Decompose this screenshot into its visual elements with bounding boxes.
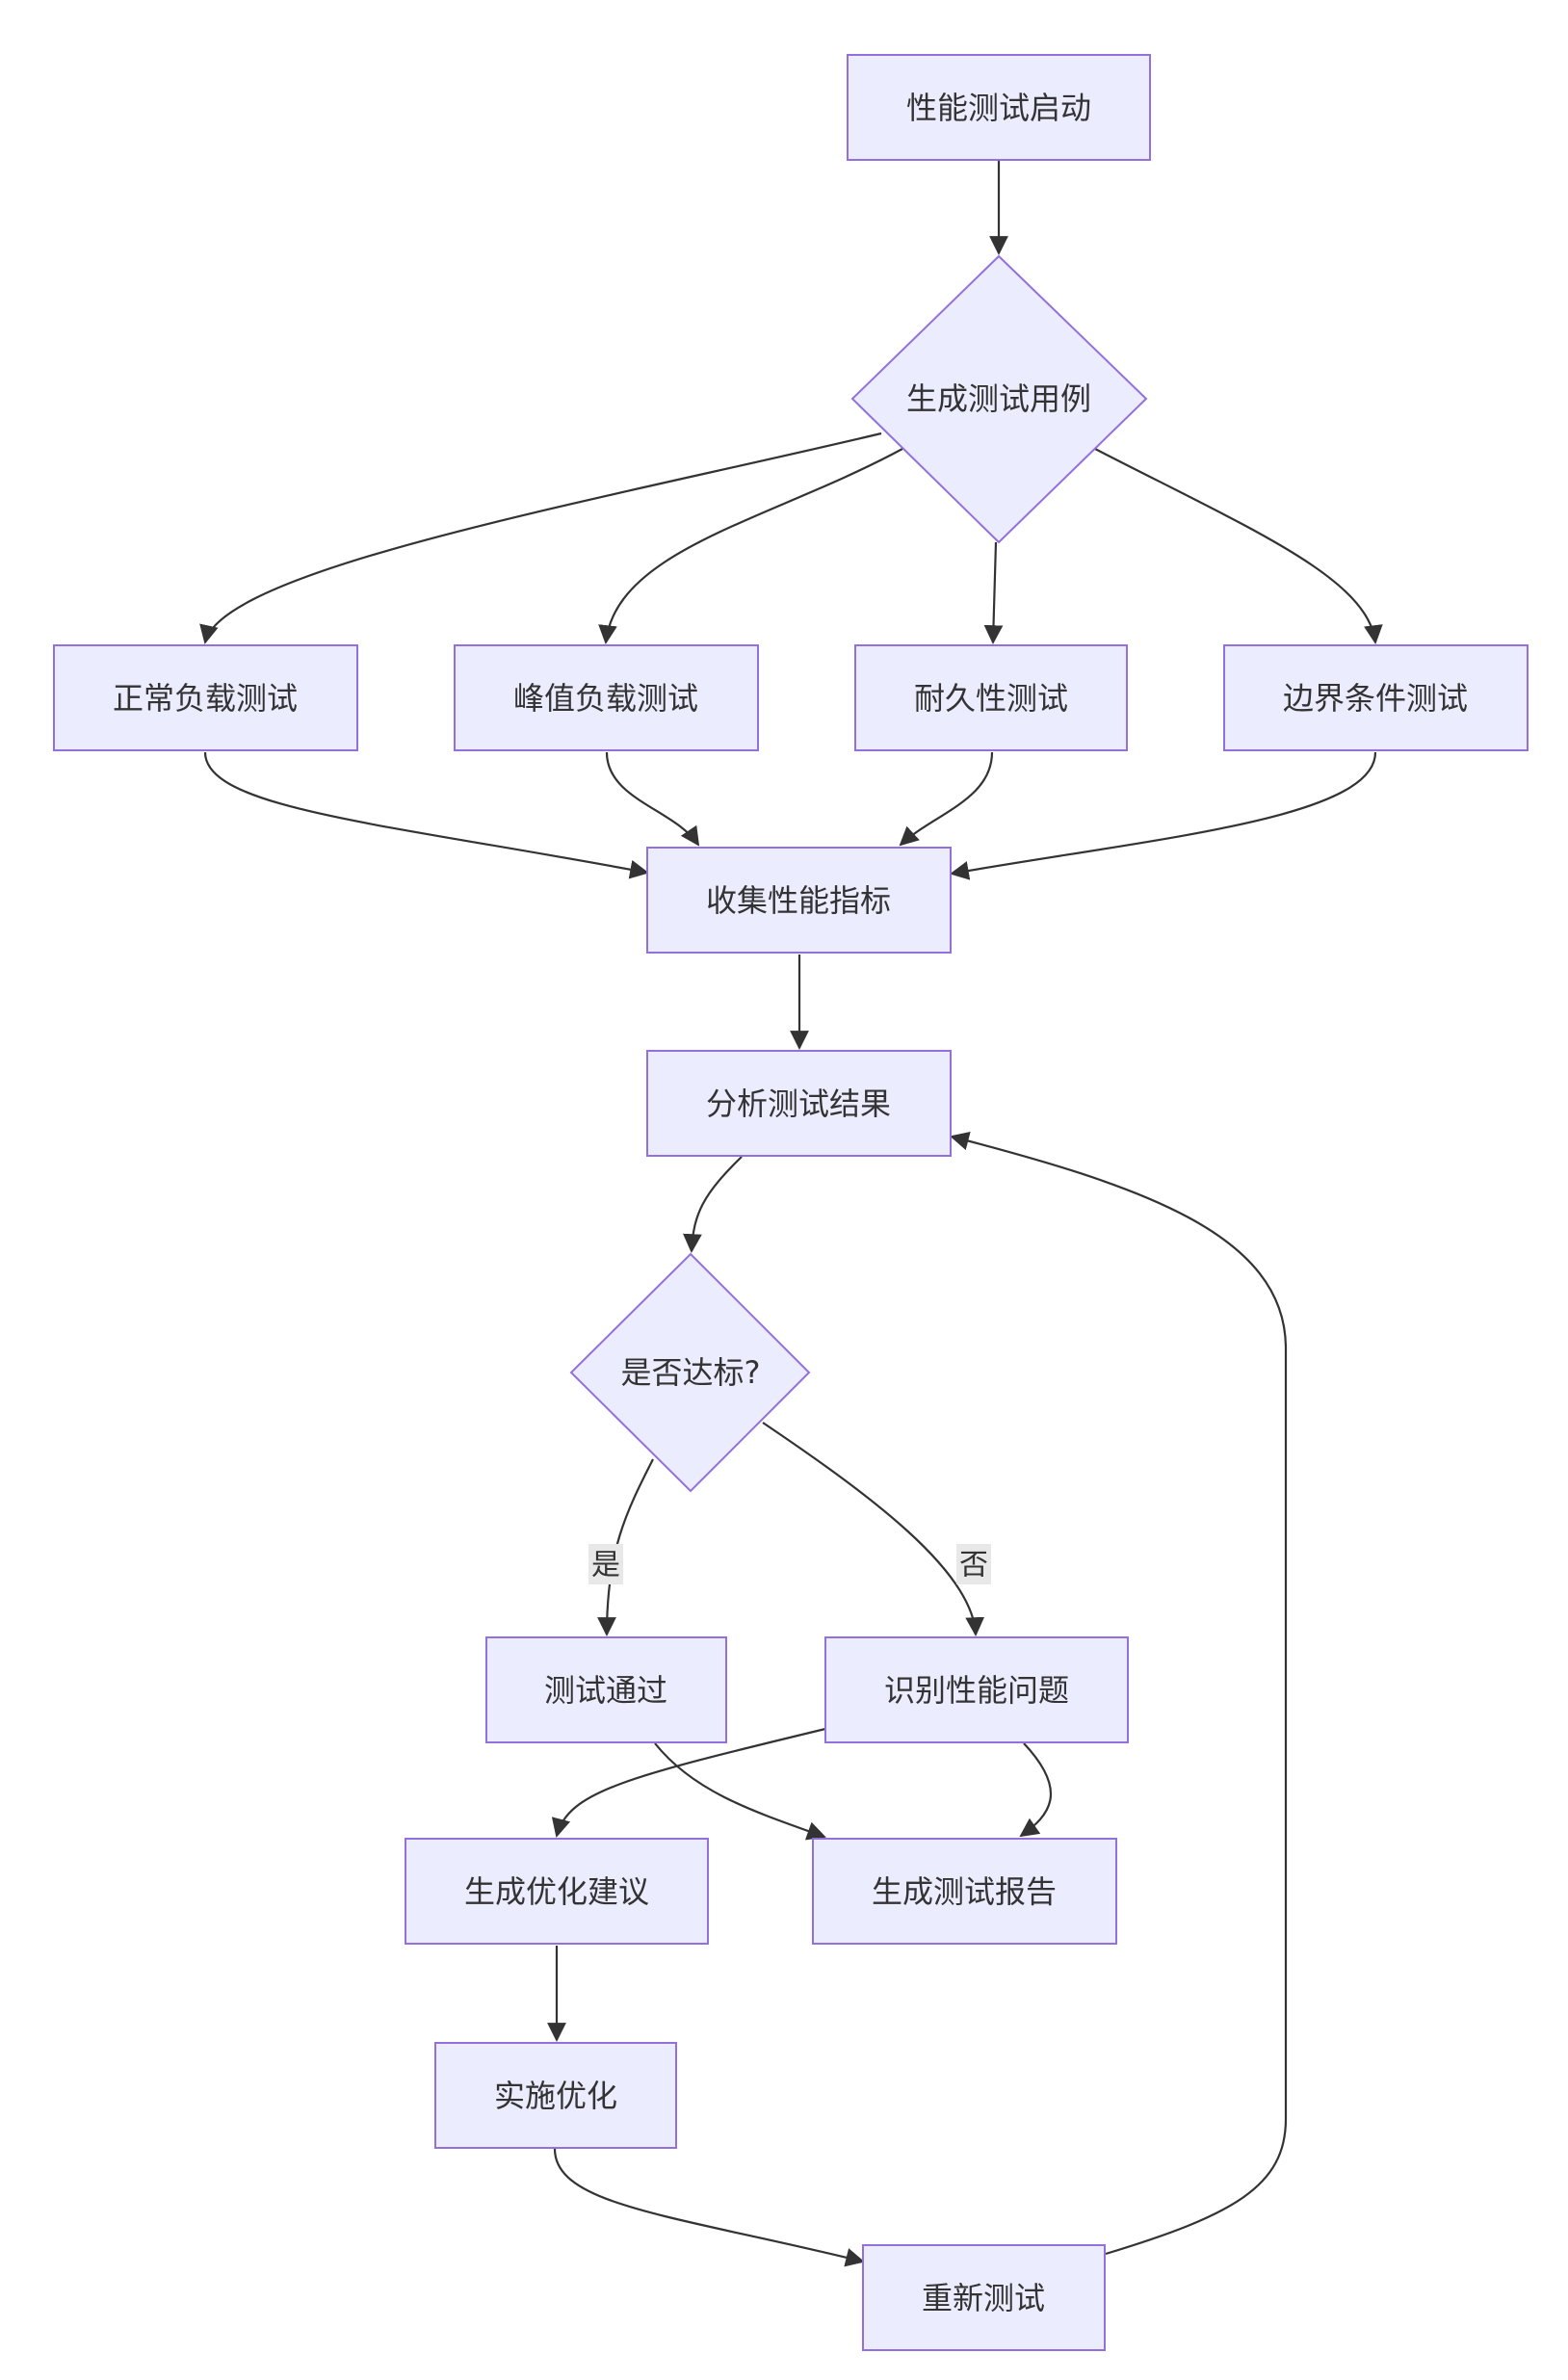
node-implement: 实施优化: [434, 2042, 677, 2149]
node-identify: 识别性能问题: [824, 1636, 1129, 1743]
edge-decision-to-passed: [597, 1458, 654, 1636]
edge-implement-to-retest: [553, 2148, 865, 2267]
edge-identify-to-suggest: [551, 1727, 826, 1838]
edge-label-yes: 是: [588, 1544, 623, 1584]
node-normal-load: 正常负载测试: [53, 644, 358, 751]
nodes: 性能测试启动 生成测试用例 正常负载测试 峰值负载测试 耐久性测试 边界条件测试…: [53, 54, 1529, 2351]
node-boundary: 边界条件测试: [1223, 644, 1529, 751]
edge-gen-cases-to-normal-load: [199, 432, 882, 644]
node-boundary-label: 边界条件测试: [1283, 680, 1468, 717]
node-passed: 测试通过: [485, 1636, 727, 1743]
node-collect: 收集性能指标: [646, 847, 952, 954]
edge-gen-cases-to-peak-load: [598, 448, 903, 644]
node-endurance-label: 耐久性测试: [914, 680, 1068, 717]
node-start: 性能测试启动: [847, 54, 1151, 161]
edge-retest-to-analyze: [950, 1131, 1288, 2256]
edge-label-no-text: 否: [959, 1549, 988, 1582]
edge-decision-to-identify: [762, 1422, 985, 1636]
edge-normal-load-to-collect: [203, 751, 649, 879]
edge-gen-cases-to-endurance: [983, 541, 1004, 644]
edge-passed-to-report: [654, 1742, 826, 1841]
node-report-label: 生成测试报告: [872, 1873, 1057, 1910]
node-identify-label: 识别性能问题: [884, 1672, 1069, 1709]
edge-analyze-to-decision: [683, 1156, 743, 1253]
node-suggest-label: 生成优化建议: [464, 1873, 649, 1910]
node-passed-label: 测试通过: [544, 1672, 667, 1709]
node-retest-label: 重新测试: [922, 2280, 1045, 2316]
node-report: 生成测试报告: [812, 1838, 1117, 1945]
node-decision: 是否达标?: [569, 1252, 811, 1493]
node-start-label: 性能测试启动: [906, 90, 1091, 126]
node-decision-label: 是否达标?: [621, 1354, 761, 1391]
node-retest: 重新测试: [862, 2244, 1106, 2351]
node-analyze-label: 分析测试结果: [706, 1085, 891, 1122]
node-collect-label: 收集性能指标: [706, 882, 891, 919]
node-implement-label: 实施优化: [494, 2078, 617, 2114]
node-suggest: 生成优化建议: [405, 1838, 709, 1945]
edges: [199, 160, 1383, 2267]
node-peak-load-label: 峰值负载测试: [513, 680, 698, 717]
node-endurance: 耐久性测试: [854, 644, 1128, 751]
edge-label-no: 否: [956, 1544, 991, 1584]
node-gen-cases: 生成测试用例: [850, 254, 1148, 544]
edge-labels: 是 否: [588, 1544, 991, 1584]
edge-peak-load-to-collect: [605, 751, 700, 847]
edge-boundary-to-collect: [950, 751, 1377, 880]
node-gen-cases-label: 生成测试用例: [906, 380, 1091, 417]
node-normal-load-label: 正常负载测试: [113, 680, 298, 717]
edge-endurance-to-collect: [899, 751, 994, 847]
node-analyze: 分析测试结果: [646, 1050, 952, 1157]
edge-gen-cases-to-boundary: [1094, 448, 1383, 644]
edge-identify-to-report: [1019, 1742, 1053, 1838]
node-peak-load: 峰值负载测试: [454, 644, 759, 751]
edge-label-yes-text: 是: [591, 1549, 620, 1582]
